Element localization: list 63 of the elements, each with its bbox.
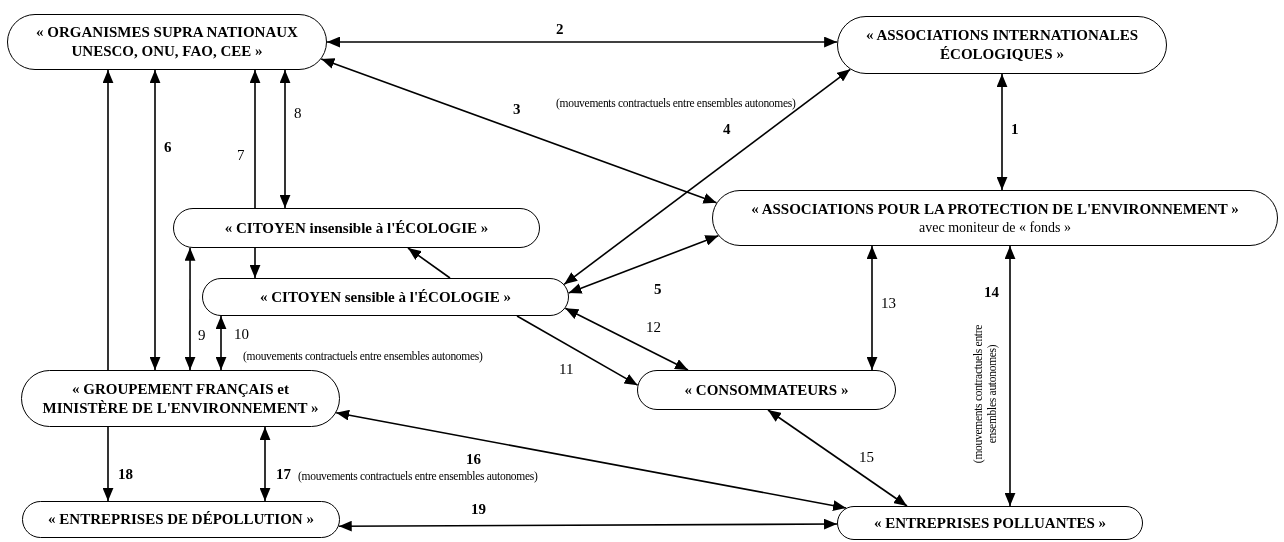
node-title: « ASSOCIATIONS INTERNATIONALES ÉCOLOGIQUES » [865,26,1139,64]
edge-label: 4 [722,122,732,137]
arrow [767,409,908,507]
note: (mouvements contractuels entre ensembles autonomes) [243,349,484,363]
edge-label: 15 [858,450,875,465]
rounded-box [837,506,1143,540]
node-title: « ENTREPRISES POLLUANTES » [873,513,1107,533]
arrow [564,307,689,371]
rounded-box [21,370,340,427]
node-title: « ORGANISMES SUPRA NATIONAUX UNESCO, ONU, FAO, CEE » [35,23,299,61]
arrow [259,426,271,502]
node-subtitle: avec moniteur de « fonds » [919,218,1071,237]
arrow [407,247,451,279]
node-title: « ASSOCIATIONS POUR LA PROTECTION DE L'ENVIRONNEMENT » [751,199,1239,219]
edge-label: 3 [512,102,522,117]
edge-label: 13 [880,296,897,311]
arrow [326,36,838,48]
rounded-box [637,370,896,410]
arrow [149,69,161,371]
rounded-box [22,501,340,538]
edge-label: 14 [983,285,1000,300]
rounded-box [837,16,1167,74]
arrow [996,73,1008,191]
arrow [102,69,114,371]
arrow [567,234,720,294]
edge-label: 12 [645,320,662,335]
edge-label: 18 [117,467,134,482]
edge-label: 8 [293,106,303,121]
edge-label: 19 [470,502,487,517]
arrow [215,315,227,371]
node-title: « ENTREPRISES DE DÉPOLLUTION » [48,510,314,529]
edge-label: 6 [163,140,173,155]
arrow [102,426,114,502]
rounded-box [712,190,1278,246]
rounded-box [173,208,540,248]
arrow [279,69,291,209]
edge-label: 2 [555,22,565,37]
arrow [866,245,878,371]
rounded-box [7,14,327,70]
arrow [249,247,261,279]
arrow [563,68,852,286]
edge-label: 10 [233,327,250,342]
node-title: « CONSOMMATEURS » [684,380,849,400]
edge-label: 5 [653,282,663,297]
note: (mouvements contractuels entre ensembles autonomes) [971,323,999,466]
arrow [249,69,261,209]
node-title: « CITOYEN sensible à l'ÉCOLOGIE » [260,287,511,307]
arrow [184,247,196,371]
arrow [335,409,847,511]
node-title: « CITOYEN insensible à l'ÉCOLOGIE » [224,218,489,238]
edge-label: 9 [197,328,207,343]
note: (mouvements contractuels entre ensembles autonomes) [556,96,796,110]
note: (mouvements contractuels entre ensembles autonomes) [298,469,539,483]
arrow [320,58,718,204]
edge-label: 11 [558,362,575,377]
edge-label: 16 [465,452,482,467]
arrow [516,315,639,386]
edge-label: 17 [275,467,292,482]
edge-label: 7 [236,148,246,163]
arrow [1004,245,1016,507]
rounded-box [202,278,569,316]
edge-label: 1 [1010,122,1020,137]
node-title: « GROUPEMENT FRANÇAIS et MINISTÈRE DE L'ENVIRONNEMENT » [41,379,320,418]
